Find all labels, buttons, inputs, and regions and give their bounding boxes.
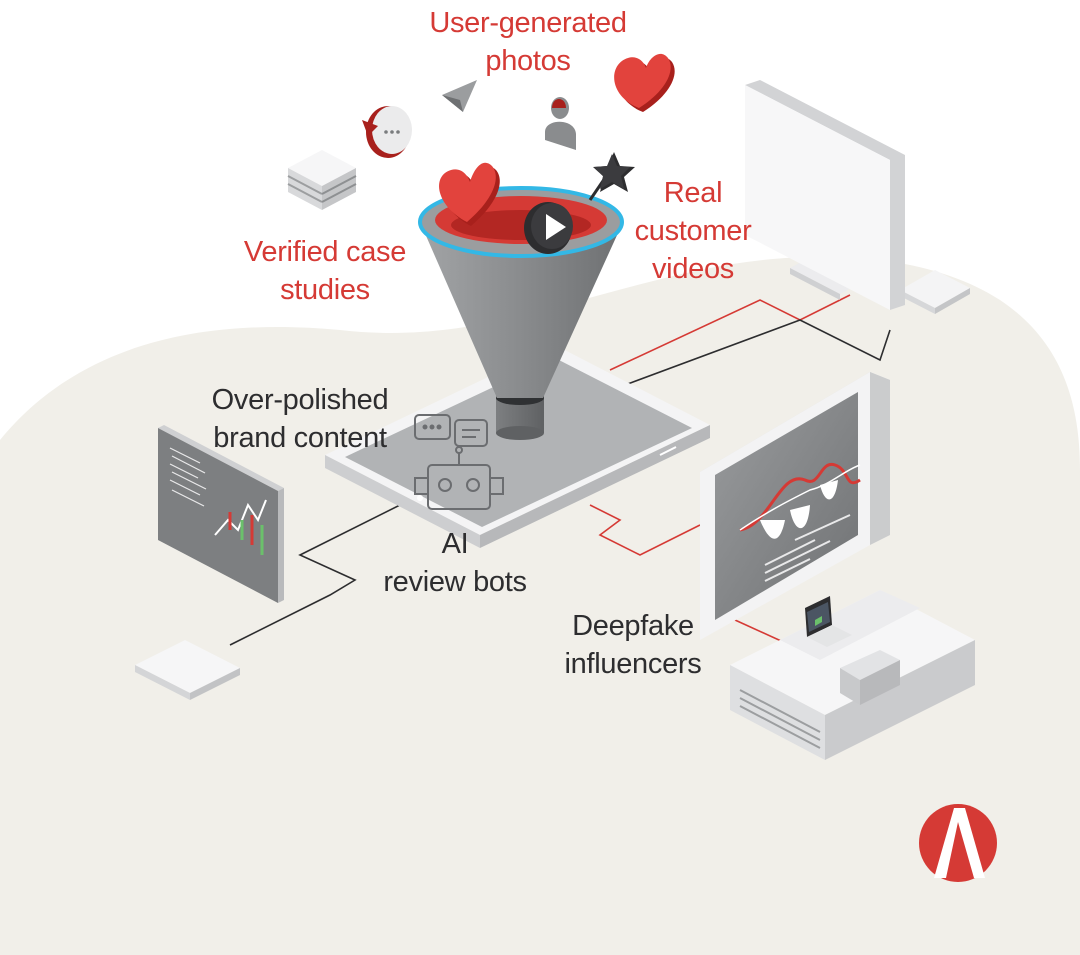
- play-icon: [524, 202, 573, 254]
- tablet-platform: [325, 345, 710, 548]
- desk-with-laptop: [730, 590, 975, 760]
- desktop-monitor: [745, 80, 970, 314]
- heart-icon: [439, 162, 500, 226]
- chart-panel-left: [158, 425, 284, 603]
- heart-icon: [614, 53, 675, 112]
- paper-plane-icon: [442, 80, 477, 112]
- chat-bubble-icon: [362, 106, 412, 158]
- robot-icon: [414, 414, 504, 510]
- star-icon: [588, 152, 635, 201]
- small-box-left: [135, 640, 240, 700]
- server-stack: [287, 150, 357, 210]
- screen-panel-right: [700, 372, 890, 640]
- user-icon: [545, 97, 576, 150]
- logo-icon: [919, 804, 997, 882]
